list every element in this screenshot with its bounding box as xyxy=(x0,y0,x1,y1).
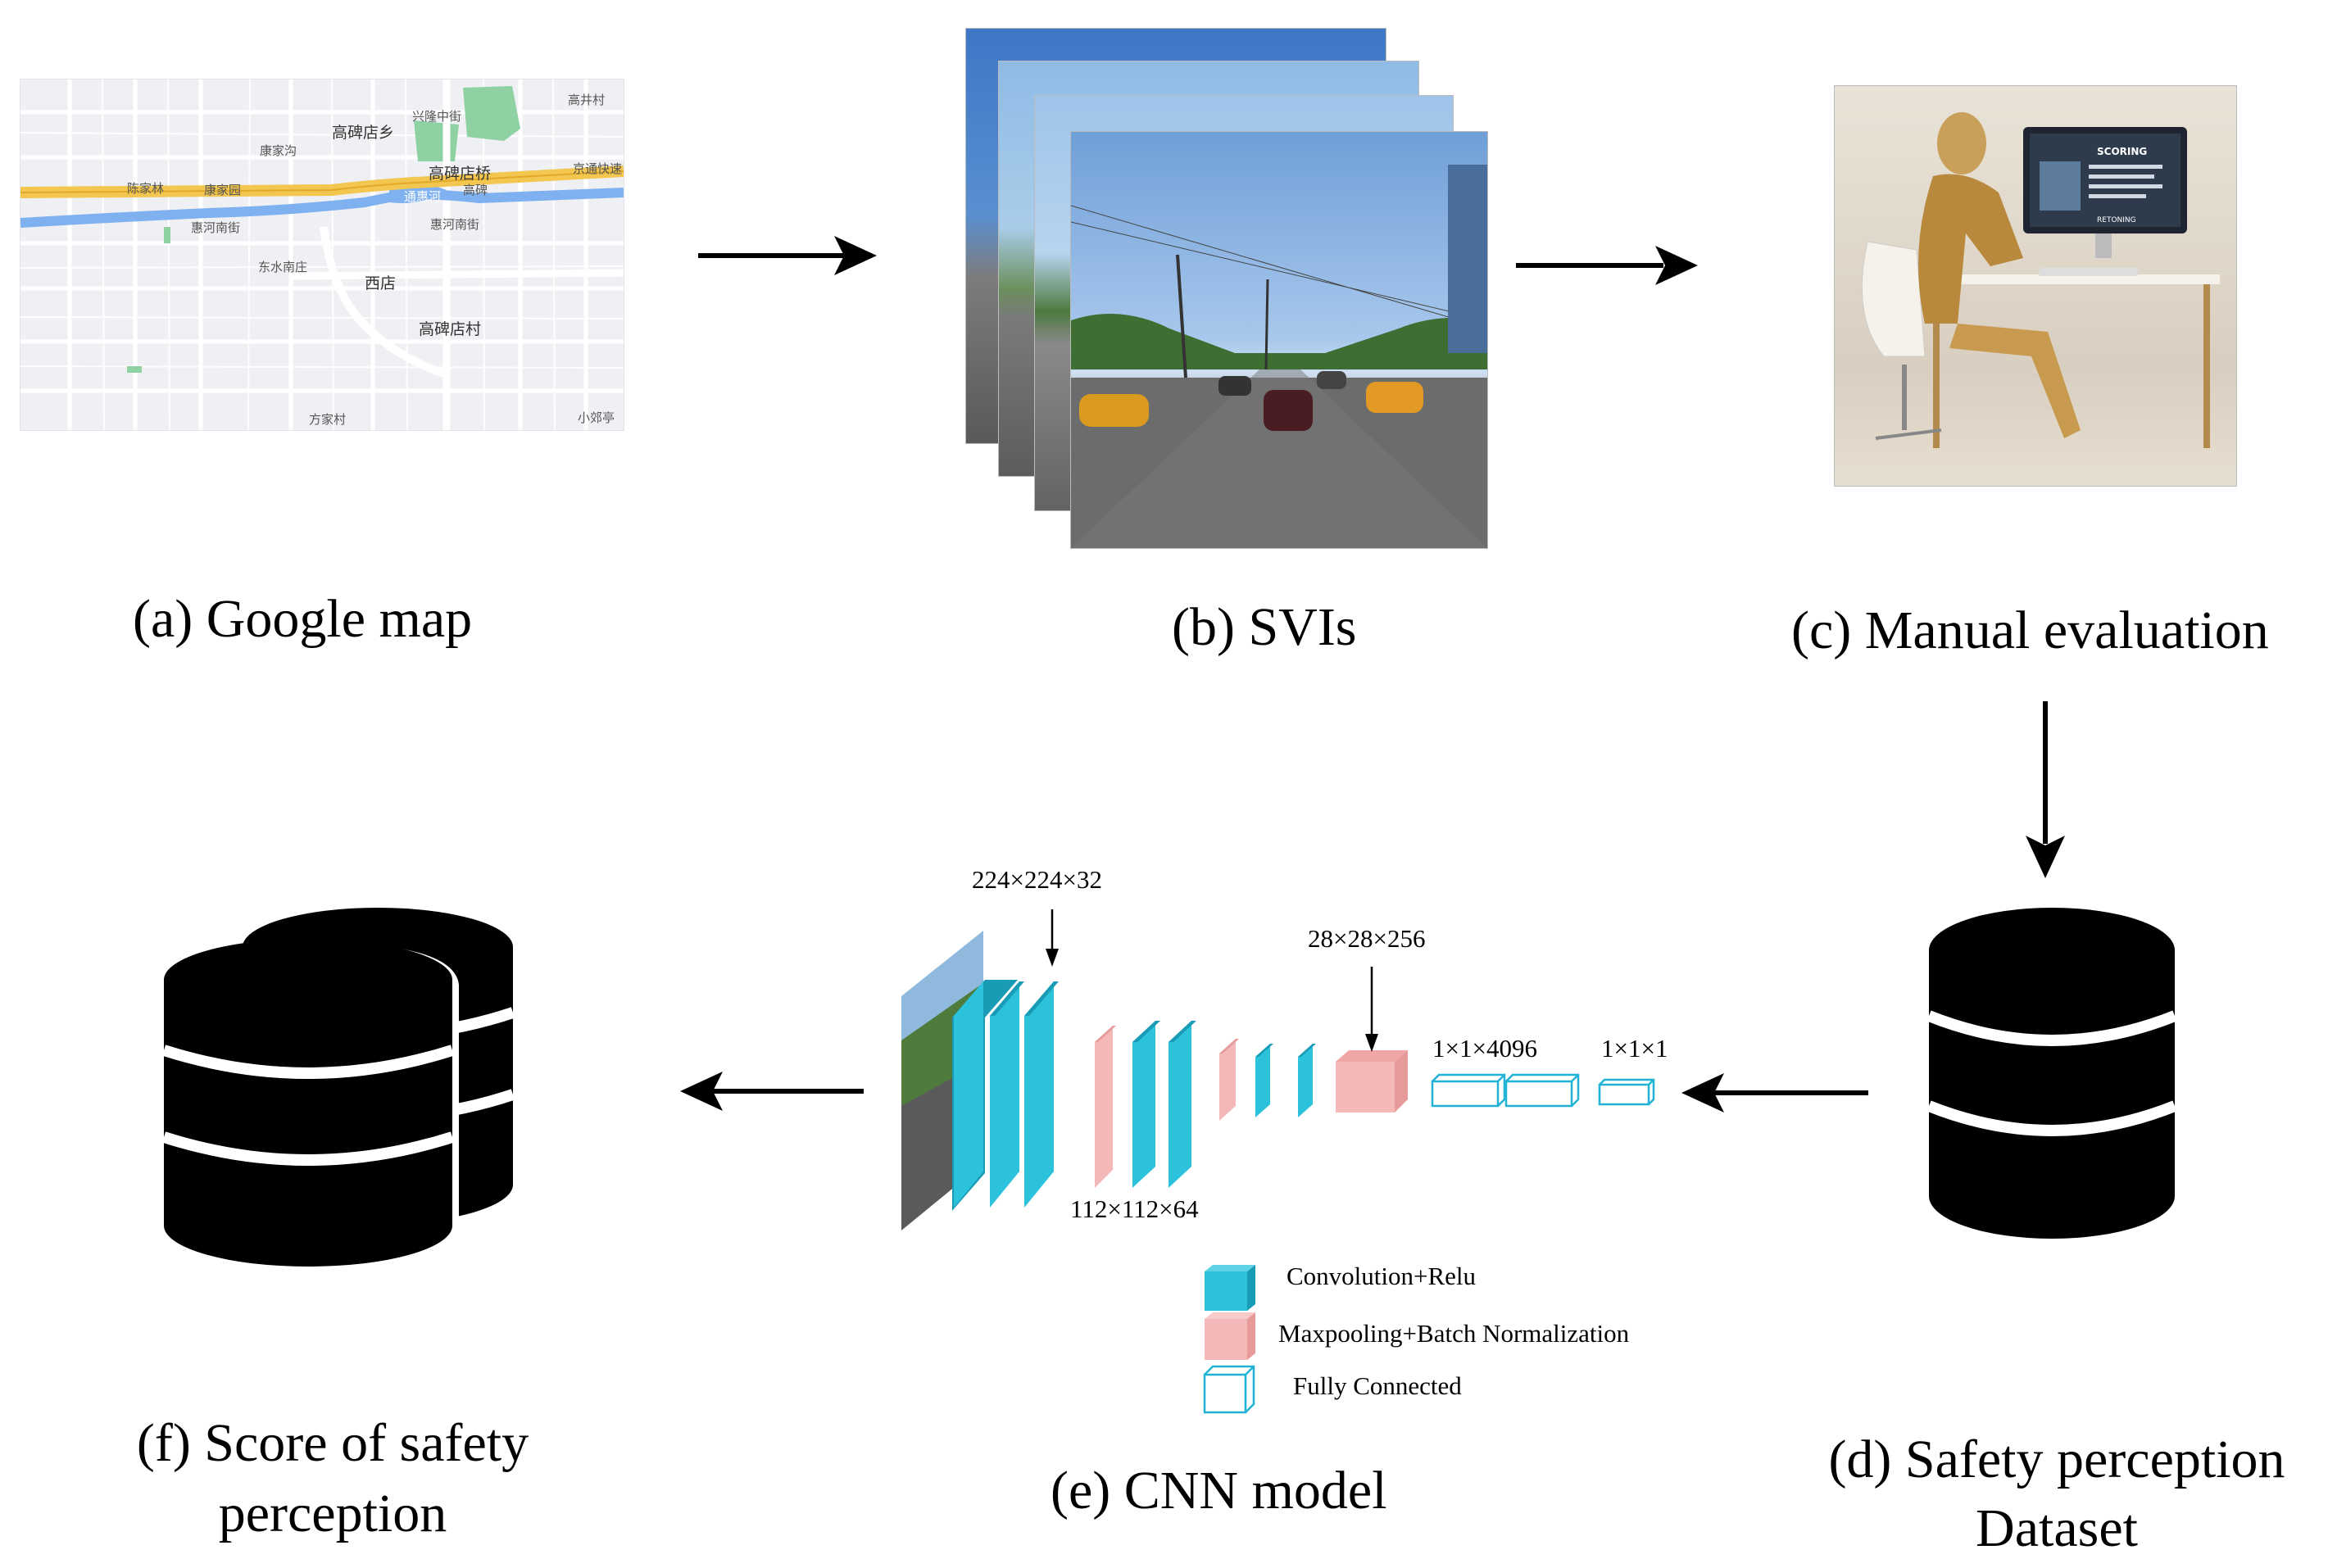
caption-f-line2: perception xyxy=(218,1484,447,1543)
map-label: 高井村 xyxy=(568,93,606,107)
arrow-d-to-e xyxy=(1681,1073,1868,1113)
map-label: 高碑店桥 xyxy=(429,165,492,183)
map-label: 陈家林 xyxy=(127,181,165,196)
manual-evaluation-image: SCORING RETONING xyxy=(1834,85,2237,487)
arrow-c-to-d xyxy=(2026,701,2065,878)
conv-layer xyxy=(1024,981,1059,1208)
svi-photo-front xyxy=(1070,131,1488,549)
monitor-title: SCORING xyxy=(2097,146,2147,157)
legend-pool-label: Maxpooling+Batch Normalization xyxy=(1278,1319,1630,1348)
map-label: 京通快速 xyxy=(573,161,623,176)
legend-pool-swatch xyxy=(1205,1312,1255,1360)
map-label: 高碑 xyxy=(463,183,488,197)
label-conv2-size: 112×112×64 xyxy=(1070,1194,1199,1223)
caption-d-line1: (d) Safety perception xyxy=(1828,1430,2285,1489)
caption-e: (e) CNN model xyxy=(1051,1461,1387,1520)
label-pool-size: 28×28×256 xyxy=(1308,924,1426,953)
conv-layer xyxy=(1169,1021,1196,1188)
legend-fc-label: Fully Connected xyxy=(1293,1371,1462,1400)
database-icon xyxy=(1926,908,2177,1239)
pool-layer xyxy=(1219,1039,1239,1121)
map-label: 高碑店乡 xyxy=(332,124,395,142)
pool-layer xyxy=(1336,1050,1408,1113)
legend-conv-swatch xyxy=(1205,1265,1255,1311)
label-fc2-size: 1×1×1 xyxy=(1601,1034,1668,1063)
arrow-b-to-c xyxy=(1516,246,1698,285)
label-fc1-size: 1×1×4096 xyxy=(1432,1034,1537,1063)
map-graphic xyxy=(20,79,624,430)
street-scene xyxy=(1071,165,1487,548)
map-label: 康家沟 xyxy=(260,143,297,158)
conv-layer xyxy=(952,980,1018,1211)
map-label: 西店 xyxy=(365,274,397,292)
monitor-footer: RETONING xyxy=(2097,216,2136,224)
caption-d-line2: Dataset xyxy=(1976,1498,2138,1558)
database-front xyxy=(157,939,459,1267)
conv-layer xyxy=(1132,1021,1160,1188)
robot-at-computer: SCORING RETONING xyxy=(1861,112,2220,448)
pool-layer xyxy=(1095,1026,1116,1188)
map-label: 兴隆中街 xyxy=(412,109,462,124)
caption-a: (a) Google map xyxy=(133,589,473,649)
fc-layer xyxy=(1504,1073,1580,1108)
cnn-diagram xyxy=(901,909,1655,1414)
arrow-a-to-b xyxy=(698,236,877,275)
legend-fc-swatch xyxy=(1203,1365,1255,1414)
google-map-image: 高碑店乡 高井村 兴隆中街 康家沟 陈家林 康家园 高碑店桥 通惠河 京通快速 … xyxy=(20,79,624,431)
annotation-arrow xyxy=(1365,967,1378,1052)
map-label: 通惠河 xyxy=(404,189,442,204)
database-stack-icon xyxy=(157,908,515,1267)
caption-f-line1: (f) Score of safety xyxy=(136,1413,529,1473)
arrow-e-to-f xyxy=(680,1072,864,1111)
conv-layer xyxy=(1255,1044,1273,1117)
map-label: 东水南庄 xyxy=(258,260,308,274)
map-label: 惠河南街 xyxy=(191,220,241,235)
label-conv1-size: 224×224×32 xyxy=(972,865,1102,894)
caption-c: (c) Manual evaluation xyxy=(1791,600,2269,660)
map-label: 小郊亭 xyxy=(578,410,615,425)
map-label: 惠河南街 xyxy=(430,217,480,232)
fc-layer xyxy=(1598,1078,1655,1106)
conv-layer xyxy=(990,981,1024,1208)
map-label: 康家园 xyxy=(204,183,242,197)
caption-b: (b) SVIs xyxy=(1172,597,1357,657)
legend-conv-label: Convolution+Relu xyxy=(1287,1262,1477,1290)
conv-layer xyxy=(1298,1044,1316,1117)
fc-layer xyxy=(1431,1073,1506,1108)
map-label: 方家村 xyxy=(309,412,347,427)
annotation-arrow xyxy=(1046,909,1059,967)
map-label: 高碑店村 xyxy=(419,320,482,338)
